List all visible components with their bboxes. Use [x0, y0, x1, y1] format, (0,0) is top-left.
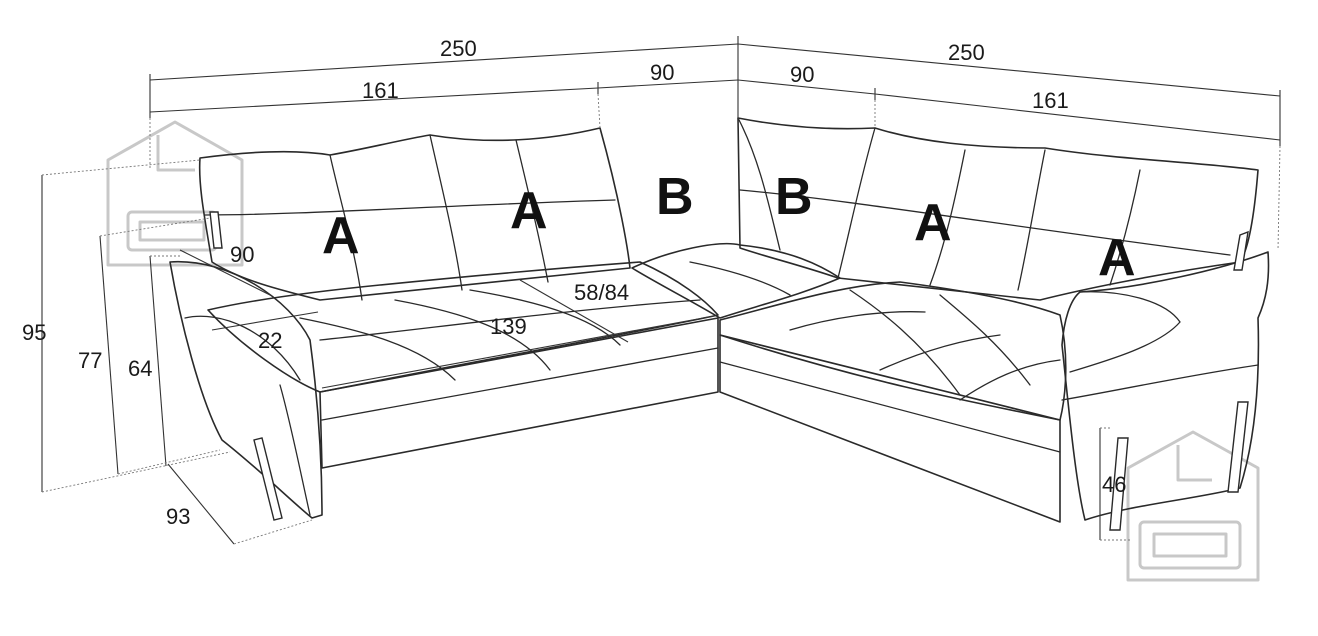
- module-labels: A A B B A A: [322, 168, 1136, 287]
- dim-height-back: 77: [78, 348, 102, 373]
- dim-armrest-width: 22: [258, 328, 282, 353]
- dim-segment-right-a: 161: [1032, 88, 1069, 113]
- dim-segment-left-b: 90: [650, 60, 674, 85]
- dim-seat-depth: 58/84: [574, 280, 629, 305]
- module-label-2: A: [510, 182, 548, 240]
- dim-armrest-depth: 90: [230, 242, 254, 267]
- dim-depth: 93: [166, 504, 190, 529]
- dim-height-total: 95: [22, 320, 46, 345]
- module-label-4: B: [775, 168, 813, 226]
- sofa-right-section: [631, 117, 1270, 523]
- dimension-lines: [41, 36, 1281, 545]
- dim-segment-left-a: 161: [362, 78, 399, 103]
- dimension-labels: 250 250 161 90 90 161 95 77 64 93 90 22 …: [22, 36, 1126, 529]
- dim-segment-right-b: 90: [790, 62, 814, 87]
- module-label-6: A: [1098, 229, 1136, 287]
- sofa-legs: [209, 211, 1249, 531]
- sofa-left-section: [169, 127, 719, 519]
- dim-seat-height: 46: [1102, 472, 1126, 497]
- module-label-5: A: [914, 194, 952, 252]
- watermark-logo-right: [1126, 430, 1260, 582]
- dim-height-arm: 64: [128, 356, 152, 381]
- dim-total-right: 250: [948, 40, 985, 65]
- module-label-1: A: [322, 207, 360, 265]
- module-label-3: B: [656, 168, 694, 226]
- dim-total-left: 250: [440, 36, 477, 61]
- dim-seat-width: 139: [490, 314, 527, 339]
